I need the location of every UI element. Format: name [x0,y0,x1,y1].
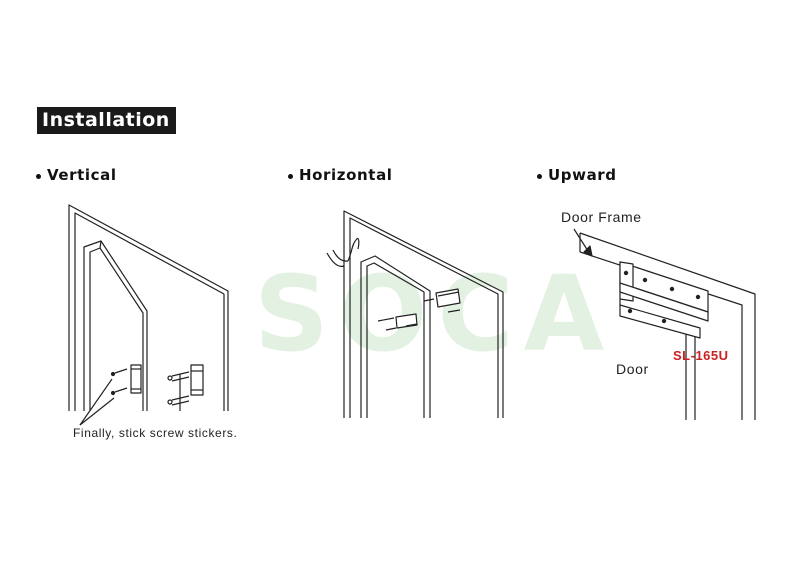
bullet-icon [288,174,293,179]
horizontal-cable [326,237,360,267]
bullet-icon [537,174,542,179]
vertical-lock-on-door [110,364,142,396]
upward-magnet-assembly [619,261,709,339]
section-vertical: Vertical [36,166,117,184]
sticker-pointer-arrows [79,378,115,426]
section-horizontal: Horizontal [288,166,393,184]
section-horizontal-label: Horizontal [299,166,393,184]
door-frame-pointer-arrow [573,228,593,257]
model-number-label: SL-165U [673,348,729,363]
horizontal-door-frame-drawing [343,210,504,418]
section-upward-label: Upward [548,166,617,184]
vertical-door-frame-drawing [68,204,229,411]
vertical-plate-on-frame [167,364,204,406]
section-vertical-label: Vertical [47,166,117,184]
horizontal-lock-on-frame [423,288,461,313]
watermark-logo: SOCA [254,253,615,375]
bullet-icon [36,174,41,179]
stickers-note: Finally, stick screw stickers. [73,426,238,440]
section-upward: Upward [537,166,617,184]
door-frame-label: Door Frame [561,209,642,225]
door-label: Door [616,361,649,377]
horizontal-plate-on-door [377,313,418,331]
installation-heading: Installation [37,107,176,134]
